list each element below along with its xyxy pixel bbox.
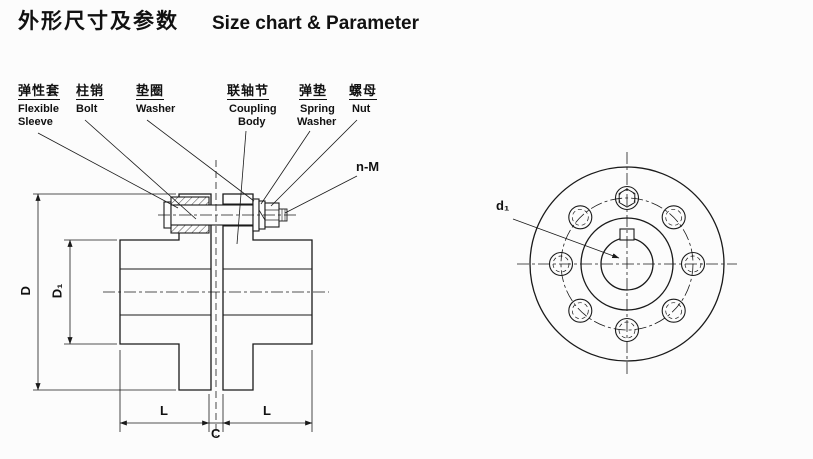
label-coupling-body-zh: 联轴节 (227, 83, 270, 100)
dimension-lines (33, 193, 313, 432)
label-flexible-sleeve-en1: Flexible (18, 103, 59, 115)
centerlines (103, 160, 329, 436)
label-coupling-body-en2: Body (238, 116, 266, 128)
label-nut-zh: 螺母 (349, 83, 378, 100)
dim-label-n-M: n-M (356, 159, 380, 174)
label-washer-zh: 垫圈 (136, 83, 165, 100)
side-view (33, 119, 358, 436)
label-bolt-en: Bolt (76, 103, 98, 115)
label-spring-washer-zh: 弹垫 (299, 83, 328, 100)
leader-lines (37, 119, 358, 245)
label-flexible-sleeve-en2: Sleeve (18, 116, 53, 128)
dim-label-D1: D₁ (49, 283, 65, 299)
pin-holes (548, 185, 706, 343)
leader-flexible-sleeve (37, 132, 179, 209)
leader-n-M (284, 175, 358, 214)
d1-leader (512, 218, 620, 259)
leader-washer (146, 119, 255, 202)
label-spring-washer-en1: Spring (300, 103, 335, 115)
dim-label-C: C (211, 426, 221, 441)
label-washer-en: Washer (136, 103, 176, 115)
leader-coupling-body (236, 130, 247, 245)
page-title-zh: 外形尺寸及参数 (18, 10, 179, 33)
dim-label-L-left: L (160, 403, 168, 418)
label-nut-en: Nut (352, 103, 371, 115)
dim-label-D: D (17, 286, 33, 296)
dim-label-L-right: L (263, 403, 271, 418)
label-coupling-body-en1: Coupling (229, 103, 277, 115)
leader-bolt (84, 119, 197, 220)
label-flexible-sleeve-zh: 弹性套 (18, 83, 61, 100)
label-bolt-zh: 柱销 (76, 83, 105, 100)
leader-spring-washer (260, 130, 311, 205)
bore-lines (120, 203, 312, 316)
leader-nut (270, 119, 358, 207)
page-title-en: Size chart & Parameter (212, 13, 419, 34)
end-view (512, 152, 737, 376)
bolt-head-hexagon (618, 188, 636, 208)
label-spring-washer-en2: Washer (297, 116, 337, 128)
dim-label-d1: d₁ (496, 198, 510, 213)
